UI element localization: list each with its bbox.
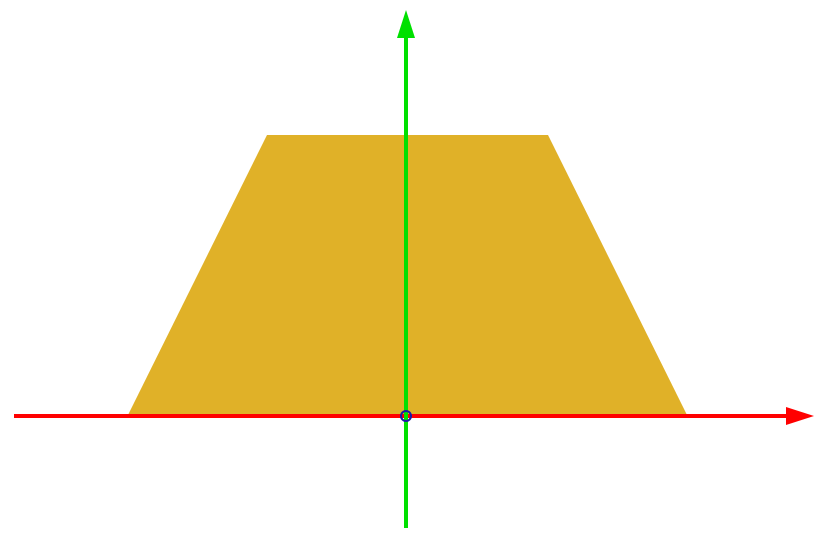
y-axis (397, 10, 415, 528)
arrowhead-right-icon (786, 407, 814, 425)
origin-circle-icon (400, 410, 412, 422)
arrowhead-up-icon (397, 10, 415, 38)
